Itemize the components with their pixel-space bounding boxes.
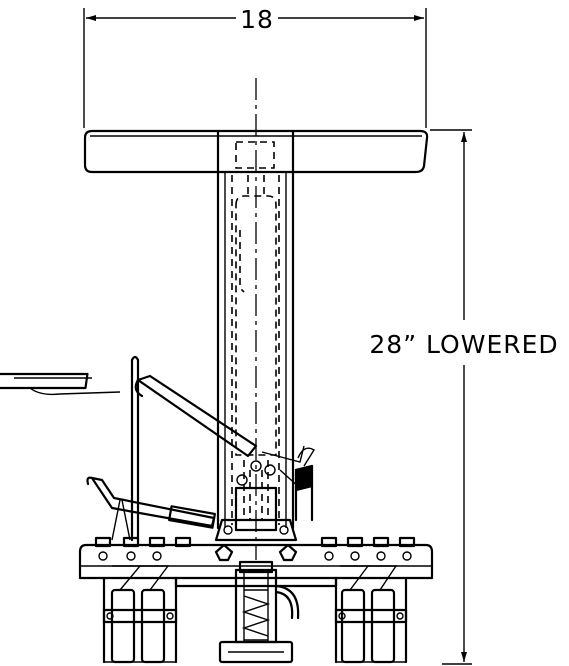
hydraulic-cylinder xyxy=(235,175,277,520)
base-bolts xyxy=(94,536,416,562)
foot-pedal-arm xyxy=(0,355,258,542)
pump-assembly xyxy=(214,445,305,542)
height-label-mask xyxy=(356,324,568,362)
width-dimension-label: 18 xyxy=(240,5,274,34)
width-dimension: 18 xyxy=(83,5,427,128)
top-mount-hidden xyxy=(235,141,275,169)
table-top xyxy=(83,129,429,174)
height-dimension-label: 28” LOWERED xyxy=(369,330,558,359)
release-handle xyxy=(86,476,216,541)
height-dimension: 28” LOWERED xyxy=(356,129,568,665)
caster-right xyxy=(334,565,408,664)
lift-column xyxy=(216,129,295,530)
return-spring xyxy=(294,447,315,522)
caster-left xyxy=(102,565,178,664)
center-floor-lock xyxy=(218,560,300,664)
